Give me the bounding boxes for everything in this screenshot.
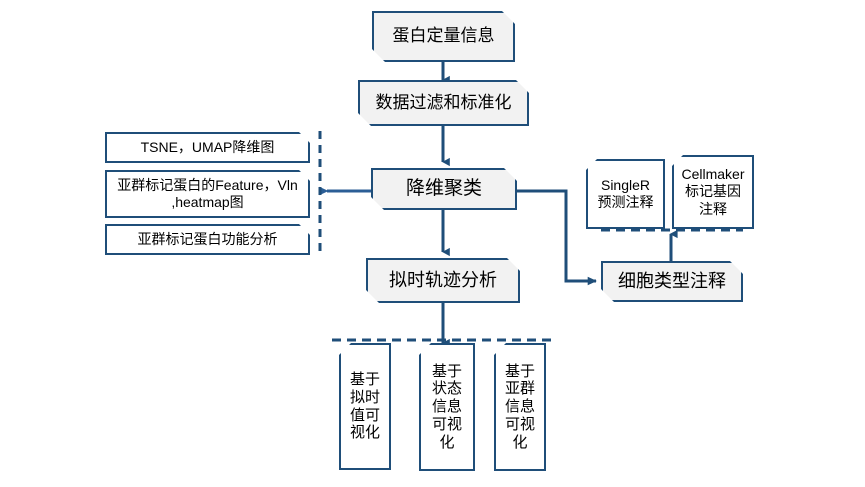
node-tsne-umap-label: TSNE，UMAP降维图 <box>140 138 275 155</box>
node-marker-plots[interactable]: 亚群标记蛋白的Feature，Vln ,heatmap图 <box>105 170 310 218</box>
node-singler-label: SingleR 预测注释 <box>597 176 654 210</box>
node-marker-function-label: 亚群标记蛋白功能分析 <box>137 230 278 247</box>
node-viz-state-info[interactable]: 基于 状态 信息 可视 化 <box>419 343 475 471</box>
node-pseudotime-label: 拟时轨迹分析 <box>389 269 497 290</box>
node-celltype-annotation-label: 细胞类型注释 <box>618 270 726 291</box>
node-dimred-cluster-label: 降维聚类 <box>405 178 482 200</box>
node-viz-subcluster-info[interactable]: 基于 亚群 信息 可视 化 <box>494 343 546 471</box>
node-protein-quant-label: 蛋白定量信息 <box>392 26 495 46</box>
node-filter-normalize[interactable]: 数据过滤和标准化 <box>358 80 529 126</box>
node-cellmaker-label: Cellmaker 标记基因 注释 <box>681 166 745 217</box>
node-marker-plots-label: 亚群标记蛋白的Feature，Vln ,heatmap图 <box>117 176 298 210</box>
node-filter-normalize-label: 数据过滤和标准化 <box>375 92 512 112</box>
node-celltype-annotation[interactable]: 细胞类型注释 <box>601 261 743 302</box>
node-viz-state-info-label: 基于 状态 信息 可视 化 <box>431 362 462 451</box>
node-tsne-umap[interactable]: TSNE，UMAP降维图 <box>105 132 310 163</box>
node-viz-subcluster-info-label: 基于 亚群 信息 可视 化 <box>504 362 535 451</box>
node-protein-quant[interactable]: 蛋白定量信息 <box>372 11 515 62</box>
connector-cluster-to-celltype <box>516 189 597 286</box>
node-viz-pseudotime-value-label: 基于 拟时 值可 视化 <box>349 371 380 442</box>
node-singler[interactable]: SingleR 预测注释 <box>586 159 665 229</box>
node-viz-pseudotime-value[interactable]: 基于 拟时 值可 视化 <box>339 343 391 470</box>
node-cellmaker[interactable]: Cellmaker 标记基因 注释 <box>672 155 754 229</box>
node-pseudotime[interactable]: 拟时轨迹分析 <box>366 258 520 303</box>
node-dimred-cluster[interactable]: 降维聚类 <box>371 168 517 210</box>
node-marker-function[interactable]: 亚群标记蛋白功能分析 <box>105 224 310 255</box>
